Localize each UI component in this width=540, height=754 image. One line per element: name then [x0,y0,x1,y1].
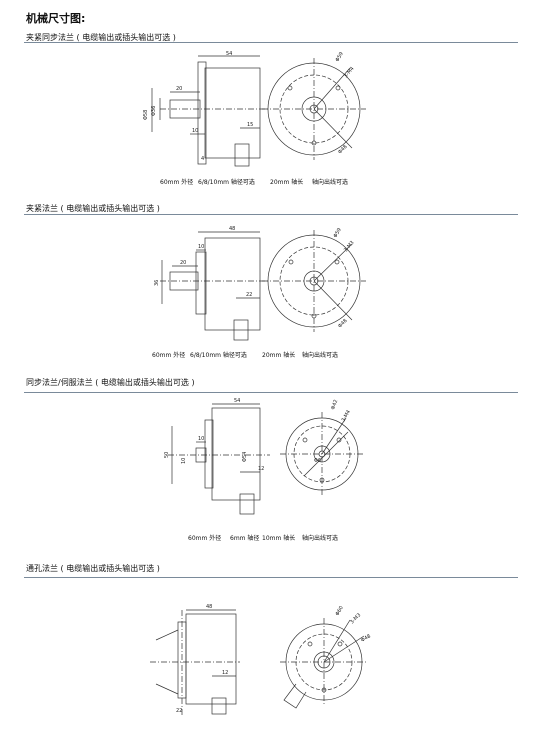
dim-shaft: 20 [180,260,186,266]
mount-hole [336,437,342,443]
mount-hole [337,641,343,647]
caption-outer-diameter: 60mm 外径 [188,535,222,542]
caption-axial-outlet: 轴向出线可选 [302,535,339,542]
drawing-through-hole-flange: 48 12 22 Φ60 3-M3 Φ48 [150,604,372,716]
shaft-outline [169,99,201,119]
dim-d1: 36 [154,280,160,286]
dim-b: 22 [246,292,252,298]
dim-shaft: 10 [181,458,187,464]
mount-hole [334,259,340,265]
mount-hole [311,140,317,146]
connector-outline [211,697,227,715]
section-divider [24,42,518,43]
dim-b: 12 [258,466,264,472]
dim-c: 4 [201,156,204,162]
connector-outline [239,493,255,515]
section-heading-sync-servo: 同步法兰/伺服法兰 ( 电缆输出或插头输出可选 ) [26,378,195,387]
dim-length: 48 [206,604,212,610]
caption-shaft-length: 10mm 轴长 [262,535,296,542]
mount-hole [335,85,341,91]
body-outline [204,67,261,159]
section-heading-clamp: 夹紧法兰 ( 电缆输出或插头输出可选 ) [26,204,160,213]
body-outline [211,407,261,501]
dim-r2: 3-M4 [343,66,356,79]
caption-shaft-diameter: 6/8/10mm 轴径可选 [198,179,255,186]
dim-r3: Φ48 [360,633,372,643]
dim-r3: Φ6 [314,458,321,464]
page-title: 机械尺寸图: [26,12,86,25]
caption-outer-diameter: 60mm 外径 [160,179,194,186]
dim-d1: 50 [164,452,170,458]
mount-hole [319,477,325,483]
drawing-sync-servo-flange: 54 10 50 10 12 Φ54 Φ42 3-M4 Φ6 [164,398,364,515]
drawing-clamp-flange: 48 20 36 10 22 Φ59 3-M3 Φ48 [154,226,366,341]
mount-hole [311,313,317,319]
connector-outline [234,143,250,167]
section-heading-clamp-sync: 夹紧同步法兰 ( 电缆输出或插头输出可选 ) [26,33,176,42]
mount-hole [321,687,327,693]
mount-hole [307,641,313,647]
dim-r2: 3-M3 [349,612,362,625]
dim-length: 54 [234,398,240,404]
body-outline [204,237,261,331]
dim-r2: 3-M4 [341,409,352,423]
dim-a: 10 [198,244,204,250]
dim-r1: Φ59 [335,51,345,63]
dim-r1: Φ42 [330,399,339,411]
dim-d2: Φ54 [242,452,248,462]
tether-arm [283,683,307,709]
mount-hole [302,437,308,443]
connector-outline [233,319,249,341]
dim-a: 12 [222,670,228,676]
mount-hole [287,85,293,91]
body-outline [185,613,237,705]
caption-axial-outlet: 轴向出线可选 [312,179,349,186]
dim-length: 54 [226,51,232,57]
mount-hole [288,259,294,265]
dim-r3: Φ48 [337,144,349,156]
dim-a: 10 [198,436,204,442]
caption-axial-outlet: 轴向出线可选 [302,352,339,359]
caption-outer-diameter: 60mm 外径 [152,352,186,359]
drawing-clamp-sync-flange: 54 20 Φ36 Φ58 10 15 4 Φ59 3-M4 Φ48 [143,51,366,167]
dim-b: 15 [247,122,253,128]
caption-shaft-diameter: 6/8/10mm 轴径可选 [190,352,247,359]
section-heading-through-hole: 通孔法兰 ( 电缆输出或插头输出可选 ) [26,564,160,573]
dim-shaft: 20 [176,86,182,92]
dim-d2: Φ58 [143,110,149,120]
section-divider [24,214,518,215]
caption-shaft-diameter: 6mm 轴径 [230,535,260,542]
section-divider [24,577,518,578]
caption-shaft-length: 20mm 轴长 [270,179,304,186]
dim-d1: Φ36 [151,106,157,116]
dim-r1: Φ59 [333,227,343,239]
section-divider [24,392,518,393]
dim-a: 10 [192,128,198,134]
dim-r3: Φ48 [337,318,349,330]
dim-r1: Φ60 [335,605,345,617]
flange-outline [197,61,207,165]
caption-shaft-length: 20mm 轴长 [262,352,296,359]
dim-length: 48 [229,226,235,232]
dim-b: 22 [176,708,182,714]
